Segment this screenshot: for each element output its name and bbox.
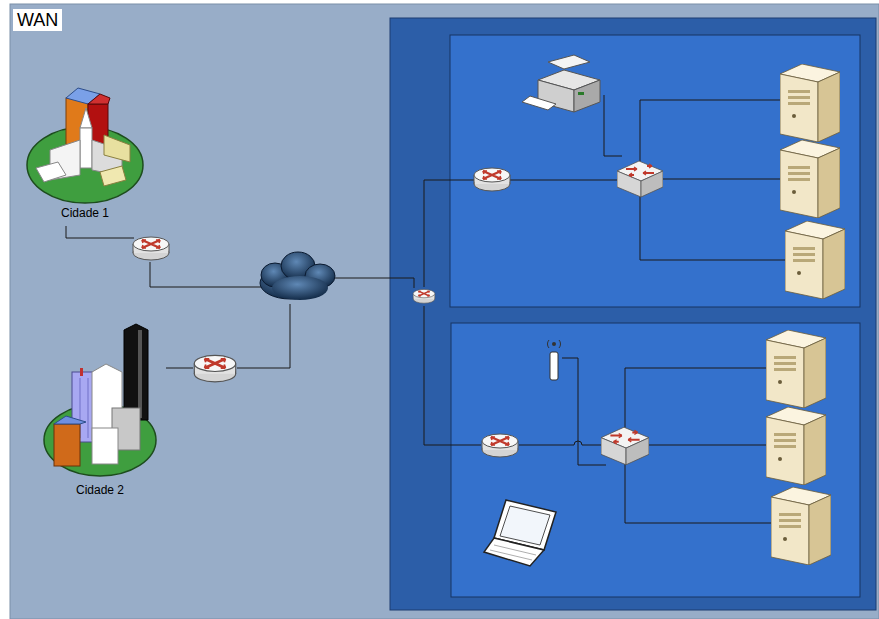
wire bbox=[648, 445, 768, 446]
server-symbol bbox=[766, 407, 826, 485]
wire bbox=[625, 368, 768, 436]
router-symbol bbox=[194, 355, 235, 381]
printer-symbol bbox=[574, 80, 600, 112]
city-illustration bbox=[80, 368, 83, 376]
printer-symbol bbox=[522, 55, 600, 112]
city-illustration bbox=[88, 94, 110, 104]
printer-symbol bbox=[522, 96, 556, 110]
wire bbox=[640, 196, 787, 260]
city-illustration bbox=[92, 428, 118, 464]
router-symbol bbox=[413, 289, 435, 303]
wire bbox=[334, 278, 414, 288]
city-illustration bbox=[100, 166, 126, 186]
city-illustration bbox=[80, 108, 92, 128]
city-illustration bbox=[27, 127, 143, 203]
city-illustration bbox=[138, 330, 142, 418]
city-illustration bbox=[54, 416, 86, 424]
server-symbol bbox=[771, 487, 831, 565]
city-node: Cidade 1 bbox=[25, 85, 145, 220]
wire bbox=[424, 306, 481, 445]
antenna-symbol bbox=[547, 340, 560, 348]
wire bbox=[66, 226, 134, 238]
printer-symbol bbox=[578, 92, 584, 95]
server-symbol bbox=[780, 140, 840, 218]
wire bbox=[150, 262, 264, 287]
laptop-symbol bbox=[484, 500, 556, 566]
laptop-symbol bbox=[500, 506, 550, 545]
city-name: Cidade 1 bbox=[25, 206, 145, 220]
router-symbol bbox=[474, 168, 510, 191]
wire bbox=[640, 100, 782, 166]
wan-ground bbox=[10, 4, 879, 619]
laptop-symbol bbox=[484, 538, 544, 566]
city-illustration bbox=[54, 424, 80, 466]
site-panel bbox=[390, 18, 876, 610]
city-name: Cidade 2 bbox=[35, 483, 165, 497]
city-illustration bbox=[124, 324, 148, 420]
lan-panel bbox=[450, 35, 860, 307]
wire bbox=[166, 368, 193, 369]
laptop-symbol bbox=[490, 545, 536, 560]
city-illustration bbox=[44, 324, 156, 476]
wire bbox=[625, 462, 773, 523]
wan-region: WAN Cidade 1 Cidade 2 bbox=[10, 4, 879, 619]
server-symbol bbox=[766, 330, 826, 408]
printer-symbol bbox=[548, 55, 590, 69]
city-illustration bbox=[36, 162, 66, 182]
antenna-symbol bbox=[550, 352, 558, 380]
wire bbox=[662, 179, 782, 180]
switch-symbol bbox=[601, 427, 649, 465]
lan-panel bbox=[451, 323, 860, 597]
wire bbox=[424, 180, 474, 287]
city-illustration bbox=[27, 88, 143, 203]
region-heading: WAN bbox=[13, 9, 62, 31]
wire bbox=[237, 304, 290, 368]
router-symbol bbox=[133, 237, 169, 260]
wire bbox=[519, 441, 602, 445]
wire bbox=[66, 95, 787, 523]
wire bbox=[562, 358, 606, 465]
city-illustration bbox=[104, 135, 130, 162]
switch-symbol bbox=[617, 161, 663, 197]
cloud-symbol bbox=[260, 252, 335, 300]
server-symbol bbox=[780, 64, 840, 142]
router-symbol bbox=[482, 434, 518, 457]
city-node: Cidade 2 bbox=[35, 320, 165, 497]
antenna-symbol bbox=[547, 340, 560, 380]
city-illustration bbox=[80, 128, 92, 168]
server-symbol bbox=[785, 221, 845, 299]
wire bbox=[604, 95, 622, 156]
wire bbox=[510, 180, 618, 181]
cloud-symbol bbox=[272, 276, 328, 300]
antenna-symbol bbox=[552, 342, 556, 346]
